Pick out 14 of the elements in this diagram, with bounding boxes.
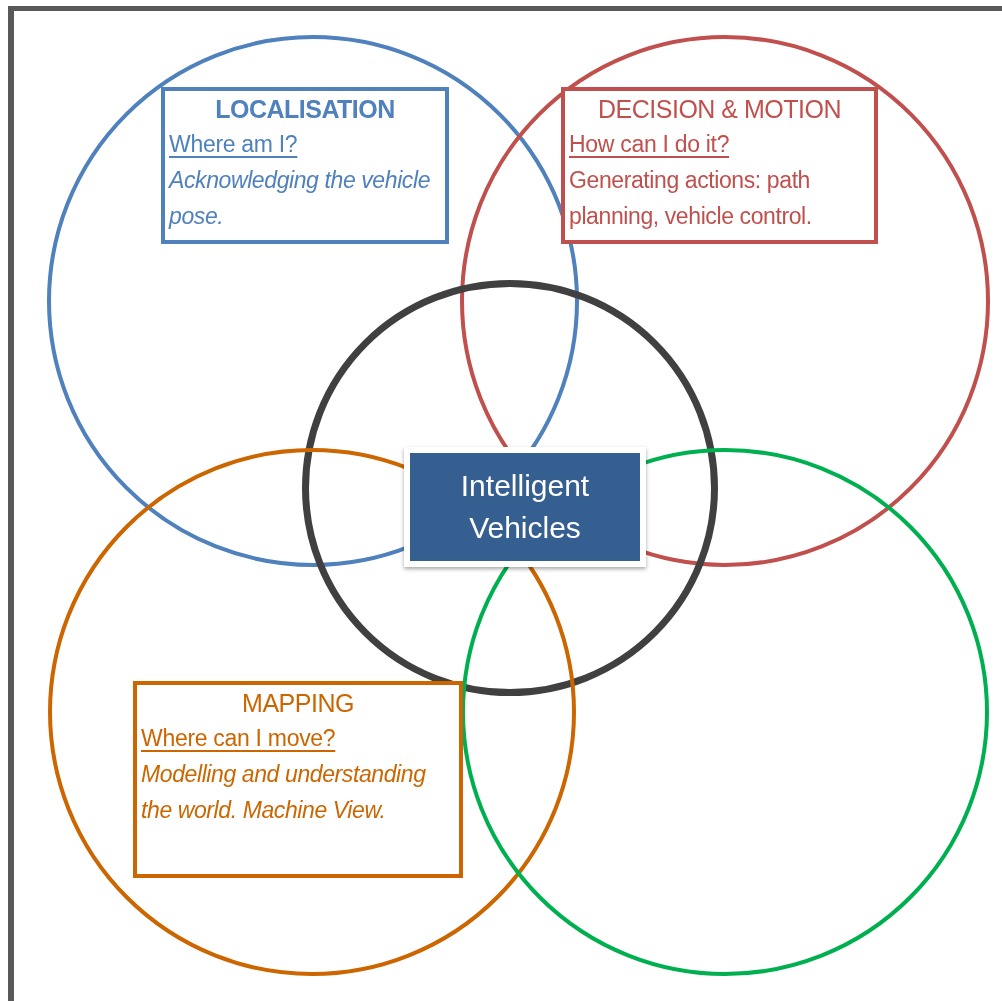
description-text: Acknowledging the vehicle pose. [169, 166, 432, 231]
question-text: Where am I? [169, 130, 298, 159]
title-box [404, 447, 646, 567]
category-heading: MAPPING [242, 688, 354, 719]
category-heading: LOCALISATION [215, 94, 395, 125]
question-text: Where can I move? [141, 724, 336, 753]
description-text: Modelling and understanding the world. Machine View. [141, 760, 427, 825]
question-text: How can I do it? [569, 130, 730, 159]
category-box [561, 87, 878, 244]
description-text: Generating actions: path planning, vehicle control. [569, 166, 813, 231]
category-box [161, 87, 449, 244]
category-box [133, 681, 463, 878]
title-text: Intelligent Vehicles [459, 468, 591, 546]
category-heading: DECISION & MOTION [598, 94, 841, 125]
